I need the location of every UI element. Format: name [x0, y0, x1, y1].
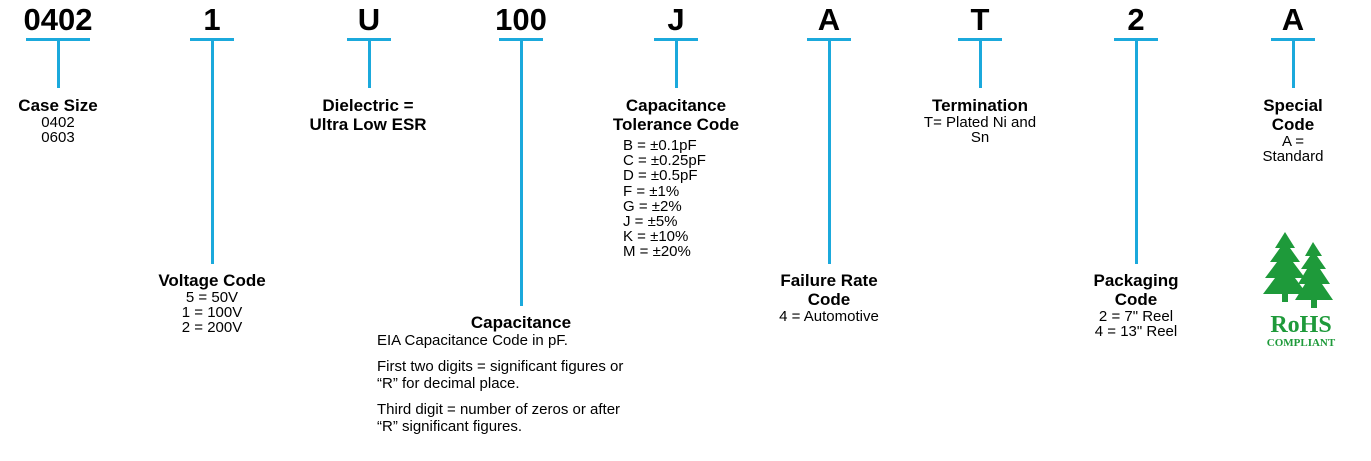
case-size-option: 0402 — [41, 114, 75, 131]
connector-special — [1292, 38, 1295, 88]
connector-dielectric — [368, 38, 371, 88]
voltage-option: 2 = 200V — [181, 319, 243, 336]
tolerance-option: G = ±2% — [623, 197, 682, 215]
code-termination: T — [970, 2, 990, 37]
connector-termination — [979, 38, 982, 88]
capacitance-desc: EIA Capacitance Code in pF. — [377, 332, 568, 349]
special-title: Special Code — [1263, 96, 1323, 134]
special-option: A = Standard — [1262, 133, 1324, 165]
termination-title: Termination — [931, 96, 1029, 115]
tolerance-option: B = ±0.1pF — [623, 137, 697, 154]
dielectric-block: Dielectric = Ultra Low ESR — [309, 96, 426, 134]
tolerance-title: Tolerance Code — [612, 115, 740, 134]
dielectric-title: Dielectric = — [322, 96, 414, 115]
failure-rate-title: Failure Rate — [780, 271, 878, 290]
packaging-title: Packaging — [1093, 271, 1179, 290]
tolerance-option: K = ±10% — [623, 228, 689, 246]
code-failure-rate: A — [817, 2, 841, 37]
voltage-option: 5 = 50V — [185, 289, 239, 306]
tolerance-list: B = ±0.1pF C = ±0.25pF D = ±0.5pF F = ±1… — [623, 138, 706, 260]
voltage-option: 1 = 100V — [181, 304, 243, 321]
connector-case-size — [57, 38, 60, 88]
failure-rate-option: 4 = Automotive — [779, 308, 879, 325]
capacitance-desc: First two digits = significant figures o… — [377, 358, 624, 392]
case-size-block: Case Size 0402 0603 — [18, 96, 97, 145]
connector-tolerance — [675, 38, 678, 88]
code-tolerance: J — [667, 2, 685, 37]
code-packaging: 2 — [1127, 2, 1145, 37]
packaging-block: Packaging Code 2 = 7" Reel 4 = 13" Reel — [1093, 271, 1178, 339]
case-size-title: Case Size — [18, 96, 98, 115]
failure-rate-title: Code — [807, 290, 851, 309]
failure-rate-block: Failure Rate Code 4 = Automotive — [779, 271, 879, 324]
rohs-compliant-label: COMPLIANT — [1267, 337, 1336, 349]
termination-block: Termination T= Plated Ni and Sn — [924, 96, 1036, 145]
capacitance-title: Capacitance — [470, 313, 572, 332]
tolerance-option: J = ±5% — [623, 213, 678, 231]
packaging-option: 2 = 7" Reel — [1098, 308, 1174, 325]
capacitance-desc: Third digit = number of zeros or after“R… — [377, 401, 621, 435]
rohs-compliant-logo: RoHS COMPLIANT — [1263, 232, 1336, 349]
tolerance-option: M = ±20% — [623, 243, 691, 261]
packaging-title: Code — [1114, 290, 1158, 309]
tolerance-block: Capacitance Tolerance Code — [613, 96, 739, 134]
code-voltage: 1 — [203, 2, 221, 37]
connector-capacitance — [520, 38, 523, 306]
tolerance-title: Capacitance — [625, 96, 727, 115]
code-case-size: 0402 — [23, 2, 93, 37]
termination-desc: T= Plated Ni and — [923, 114, 1037, 131]
termination-desc: Sn — [970, 129, 990, 146]
tolerance-option: C = ±0.25pF — [623, 152, 706, 170]
packaging-option: 4 = 13" Reel — [1094, 323, 1178, 340]
dielectric-title: Ultra Low ESR — [309, 115, 427, 134]
tree-icon — [1263, 232, 1307, 302]
capacitance-block: Capacitance EIA Capacitance Code in pF. … — [377, 313, 697, 444]
connector-failure-rate — [828, 38, 831, 264]
rohs-word: RoHS — [1270, 312, 1331, 338]
tree-icon — [1295, 242, 1333, 308]
code-dielectric: U — [357, 2, 381, 37]
case-size-option: 0603 — [41, 129, 75, 146]
voltage-block: Voltage Code 5 = 50V 1 = 100V 2 = 200V — [158, 271, 265, 335]
special-block: Special Code A = Standard — [1254, 96, 1332, 164]
code-special: A — [1281, 2, 1305, 37]
voltage-title: Voltage Code — [158, 271, 266, 290]
connector-voltage — [211, 38, 214, 264]
tolerance-option: F = ±1% — [623, 182, 680, 200]
connector-packaging — [1135, 38, 1138, 264]
code-capacitance: 100 — [495, 2, 547, 37]
tolerance-option: D = ±0.5pF — [623, 167, 698, 185]
